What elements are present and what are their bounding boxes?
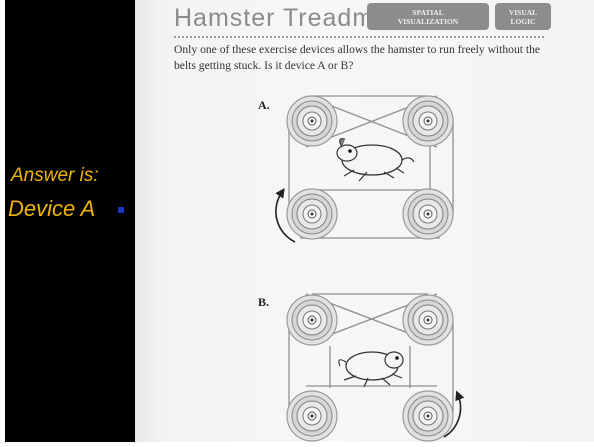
device-a-diagram — [275, 95, 454, 243]
badge-line: VISUALIZATION — [397, 17, 459, 26]
pulley-icon — [286, 95, 338, 147]
pulley-icon — [286, 390, 338, 442]
pulley-icon — [402, 294, 454, 346]
pulley-icon — [402, 188, 454, 240]
hamster-icon — [336, 138, 415, 182]
badge-line: SPATIAL — [412, 8, 444, 17]
badge-visual-logic: VISUAL LOGIC — [495, 3, 551, 30]
counterclockwise-arrow-icon — [275, 188, 296, 243]
puzzle-question: Only one of these exercise devices allow… — [174, 43, 541, 72]
black-side-panel — [5, 0, 135, 442]
device-a-label: A. — [258, 98, 270, 112]
answer-label: Answer is: — [11, 165, 99, 186]
hamster-icon — [338, 351, 404, 388]
device-b-diagram — [286, 293, 465, 442]
answer-marker — [118, 207, 124, 213]
badge-line: LOGIC — [510, 17, 536, 26]
device-b-label: B. — [258, 295, 270, 309]
pulley-icon — [402, 390, 454, 442]
badge-line: VISUAL — [508, 8, 538, 17]
title-dotted-rule — [174, 36, 544, 38]
pulley-icon — [402, 95, 454, 147]
answer-value: Device A — [8, 196, 96, 221]
pulley-icon — [286, 294, 338, 346]
badge-spatial-visualization: SPATIAL VISUALIZATION — [367, 3, 489, 30]
pulley-icon — [286, 188, 338, 240]
clockwise-arrow-icon — [443, 390, 465, 438]
puzzle-title: Hamster Treadmill — [174, 4, 394, 32]
